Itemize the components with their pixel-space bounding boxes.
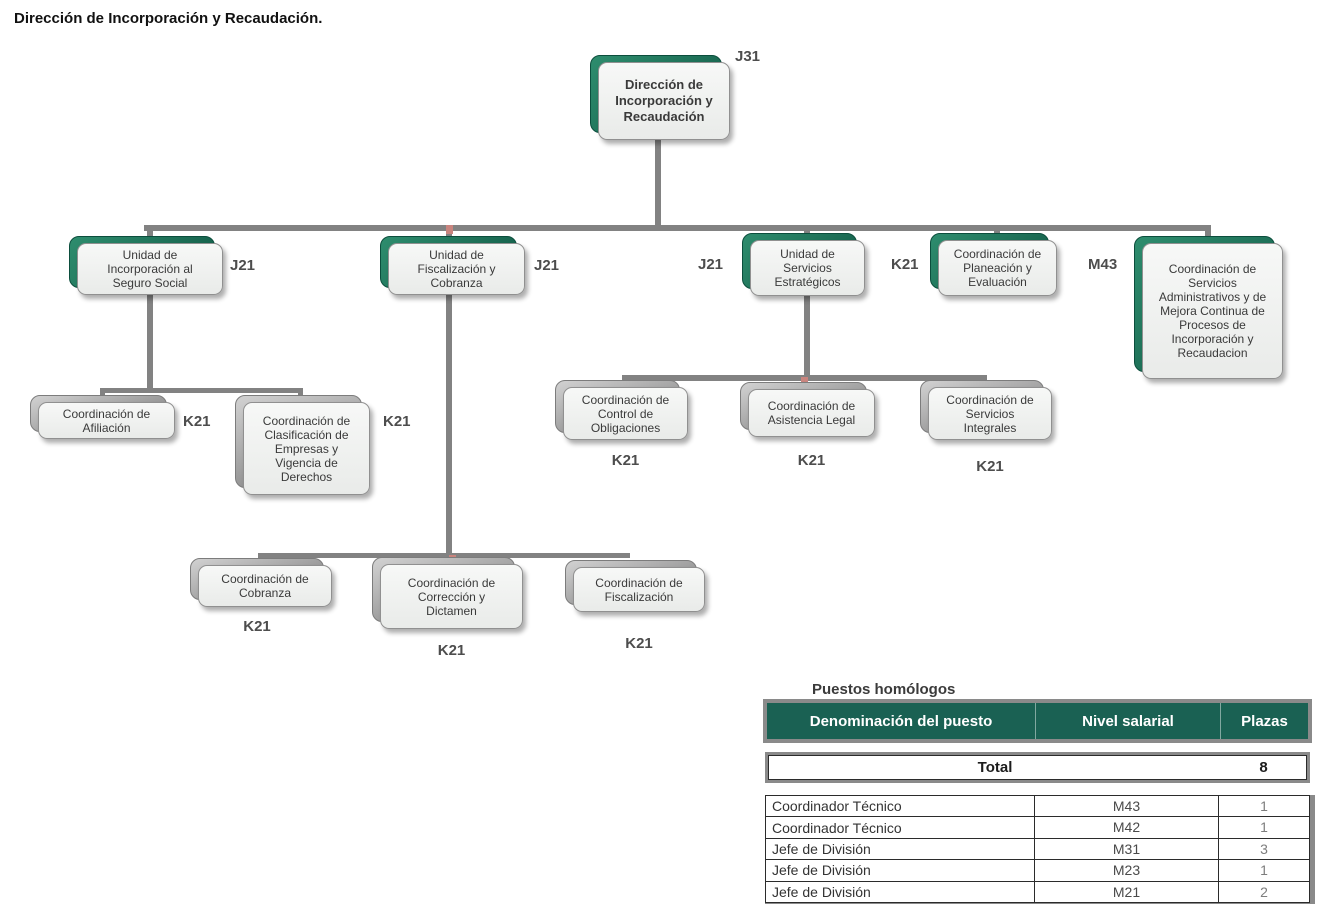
cell-puesto: Jefe de División: [772, 862, 871, 879]
connector-stub-afiliacion: [100, 391, 105, 398]
org-node-coord-control: Coordinación de Control de Obligaciones: [555, 380, 688, 440]
table-title: Puestos homólogos: [812, 681, 956, 698]
grade-unidad-servicios: J21: [698, 256, 724, 273]
cell-puesto: Coordinador Técnico: [772, 798, 902, 815]
connector-root-vertical: [655, 140, 661, 227]
cell-plazas: 1: [1218, 860, 1309, 881]
org-node-unidad-servicios: Unidad de Servicios Estratégicos: [742, 233, 865, 296]
table-header-plazas: Plazas: [1220, 703, 1308, 739]
cell-nivel: M42: [1034, 817, 1218, 838]
table-row: Jefe de División M23 1: [766, 859, 1309, 881]
grade-coord-afiliacion: K21: [183, 413, 211, 430]
org-node-coord-asistencia: Coordinación de Asistencia Legal: [740, 382, 875, 437]
table-total-row: Total 8: [765, 752, 1310, 783]
grade-coord-planeacion: K21: [891, 256, 919, 273]
cell-nivel: M23: [1034, 860, 1218, 881]
junction-mark-groupB: [801, 377, 808, 382]
table-total-label: Total: [977, 759, 1013, 776]
connector-stub-serv-admin: [1205, 229, 1211, 239]
node-label: Unidad de Fiscalización y Cobranza: [388, 243, 525, 295]
node-label: Coordinación de Asistencia Legal: [748, 389, 875, 437]
grade-unidad-fiscalizacion: J21: [534, 257, 560, 274]
node-label: Coordinación de Clasificación de Empresa…: [243, 402, 370, 495]
table-row: Coordinador Técnico M42 1: [766, 816, 1309, 838]
cell-puesto: Jefe de División: [772, 883, 871, 900]
node-label: Coordinación de Servicios Integrales: [928, 387, 1052, 440]
table-row: Jefe de División M31 3: [766, 837, 1309, 860]
grade-coord-control: K21: [611, 452, 640, 469]
org-node-coord-planeacion: Coordinación de Planeación y Evaluación: [930, 233, 1057, 296]
node-label: Coordinación de Planeación y Evaluación: [938, 240, 1057, 296]
node-label: Coordinación de Servicios Administrativo…: [1142, 243, 1283, 379]
connector-fiscalizacion-vertical: [446, 295, 452, 555]
grade-coord-serv-admin: M43: [1088, 256, 1118, 273]
node-label: Dirección de Incorporación y Recaudación: [598, 62, 730, 140]
grade-unidad-incorporacion: J21: [230, 257, 256, 274]
table-row: Jefe de División M21 2: [766, 880, 1309, 902]
org-node-coord-afiliacion: Coordinación de Afiliación: [30, 395, 175, 439]
connector-incorporacion-vertical: [147, 295, 153, 390]
cell-plazas: 2: [1218, 881, 1309, 902]
org-node-coord-cobranza: Coordinación de Cobranza: [190, 558, 332, 607]
grade-coord-cobranza: K21: [243, 618, 271, 635]
table-header-denominacion: Denominación del puesto: [809, 712, 993, 730]
connector-servicios-vertical: [804, 296, 810, 377]
node-label: Coordinación de Control de Obligaciones: [563, 387, 688, 440]
cell-plazas: 1: [1218, 796, 1309, 817]
grade-coord-fiscalizacion: K21: [625, 635, 653, 652]
node-label: Unidad de Servicios Estratégicos: [750, 240, 865, 296]
table-total-value: 8: [1259, 759, 1268, 776]
junction-mark-fiscalizacion: [446, 225, 453, 234]
org-node-unidad-fiscalizacion: Unidad de Fiscalización y Cobranza: [380, 236, 525, 295]
connector-groupA-horizontal: [100, 388, 303, 393]
grade-coord-clasificacion: K21: [383, 413, 411, 430]
node-label: Coordinación de Cobranza: [198, 565, 332, 607]
grade-direccion: J31: [735, 48, 761, 65]
node-label: Unidad de Incorporación al Seguro Social: [77, 243, 223, 295]
grade-coord-asistencia: K21: [797, 452, 826, 469]
connector-stub-clasificacion: [298, 391, 303, 398]
cell-puesto: Jefe de División: [772, 840, 871, 857]
page-title: Dirección de Incorporación y Recaudación…: [14, 10, 323, 27]
org-node-direccion: Dirección de Incorporación y Recaudación: [590, 55, 730, 140]
cell-nivel: M43: [1034, 796, 1218, 817]
table-data-block: Coordinador Técnico M43 1 Coordinador Té…: [765, 795, 1315, 904]
cell-plazas: 1: [1218, 817, 1309, 838]
cell-nivel: M21: [1034, 881, 1218, 902]
cell-plazas: 3: [1218, 838, 1309, 860]
org-node-coord-integrales: Coordinación de Servicios Integrales: [920, 380, 1052, 440]
org-node-coord-serv-admin: Coordinación de Servicios Administrativo…: [1134, 236, 1283, 379]
table-header-nivel: Nivel salarial: [1035, 703, 1220, 739]
org-node-coord-fiscalizacion: Coordinación de Fiscalización: [565, 560, 705, 612]
cell-puesto: Coordinador Técnico: [772, 819, 902, 836]
table-header-row: Denominación del puesto Nivel salarial P…: [763, 699, 1312, 743]
node-label: Coordinación de Afiliación: [38, 402, 175, 439]
connector-groupC-horizontal: [258, 553, 630, 558]
connector-level2-horizontal: [144, 225, 1211, 231]
table-row: Coordinador Técnico M43 1: [766, 796, 1309, 817]
cell-nivel: M31: [1034, 838, 1218, 860]
org-node-coord-clasificacion: Coordinación de Clasificación de Empresa…: [235, 395, 370, 495]
grade-coord-correccion: K21: [437, 642, 466, 659]
node-label: Coordinación de Fiscalización: [573, 567, 705, 612]
connector-stub-incorporacion: [147, 229, 153, 238]
org-node-coord-correccion: Coordinación de Corrección y Dictamen: [372, 557, 523, 629]
grade-coord-integrales: K21: [976, 458, 1004, 475]
org-node-unidad-incorporacion: Unidad de Incorporación al Seguro Social: [69, 236, 223, 295]
node-label: Coordinación de Corrección y Dictamen: [380, 564, 523, 629]
